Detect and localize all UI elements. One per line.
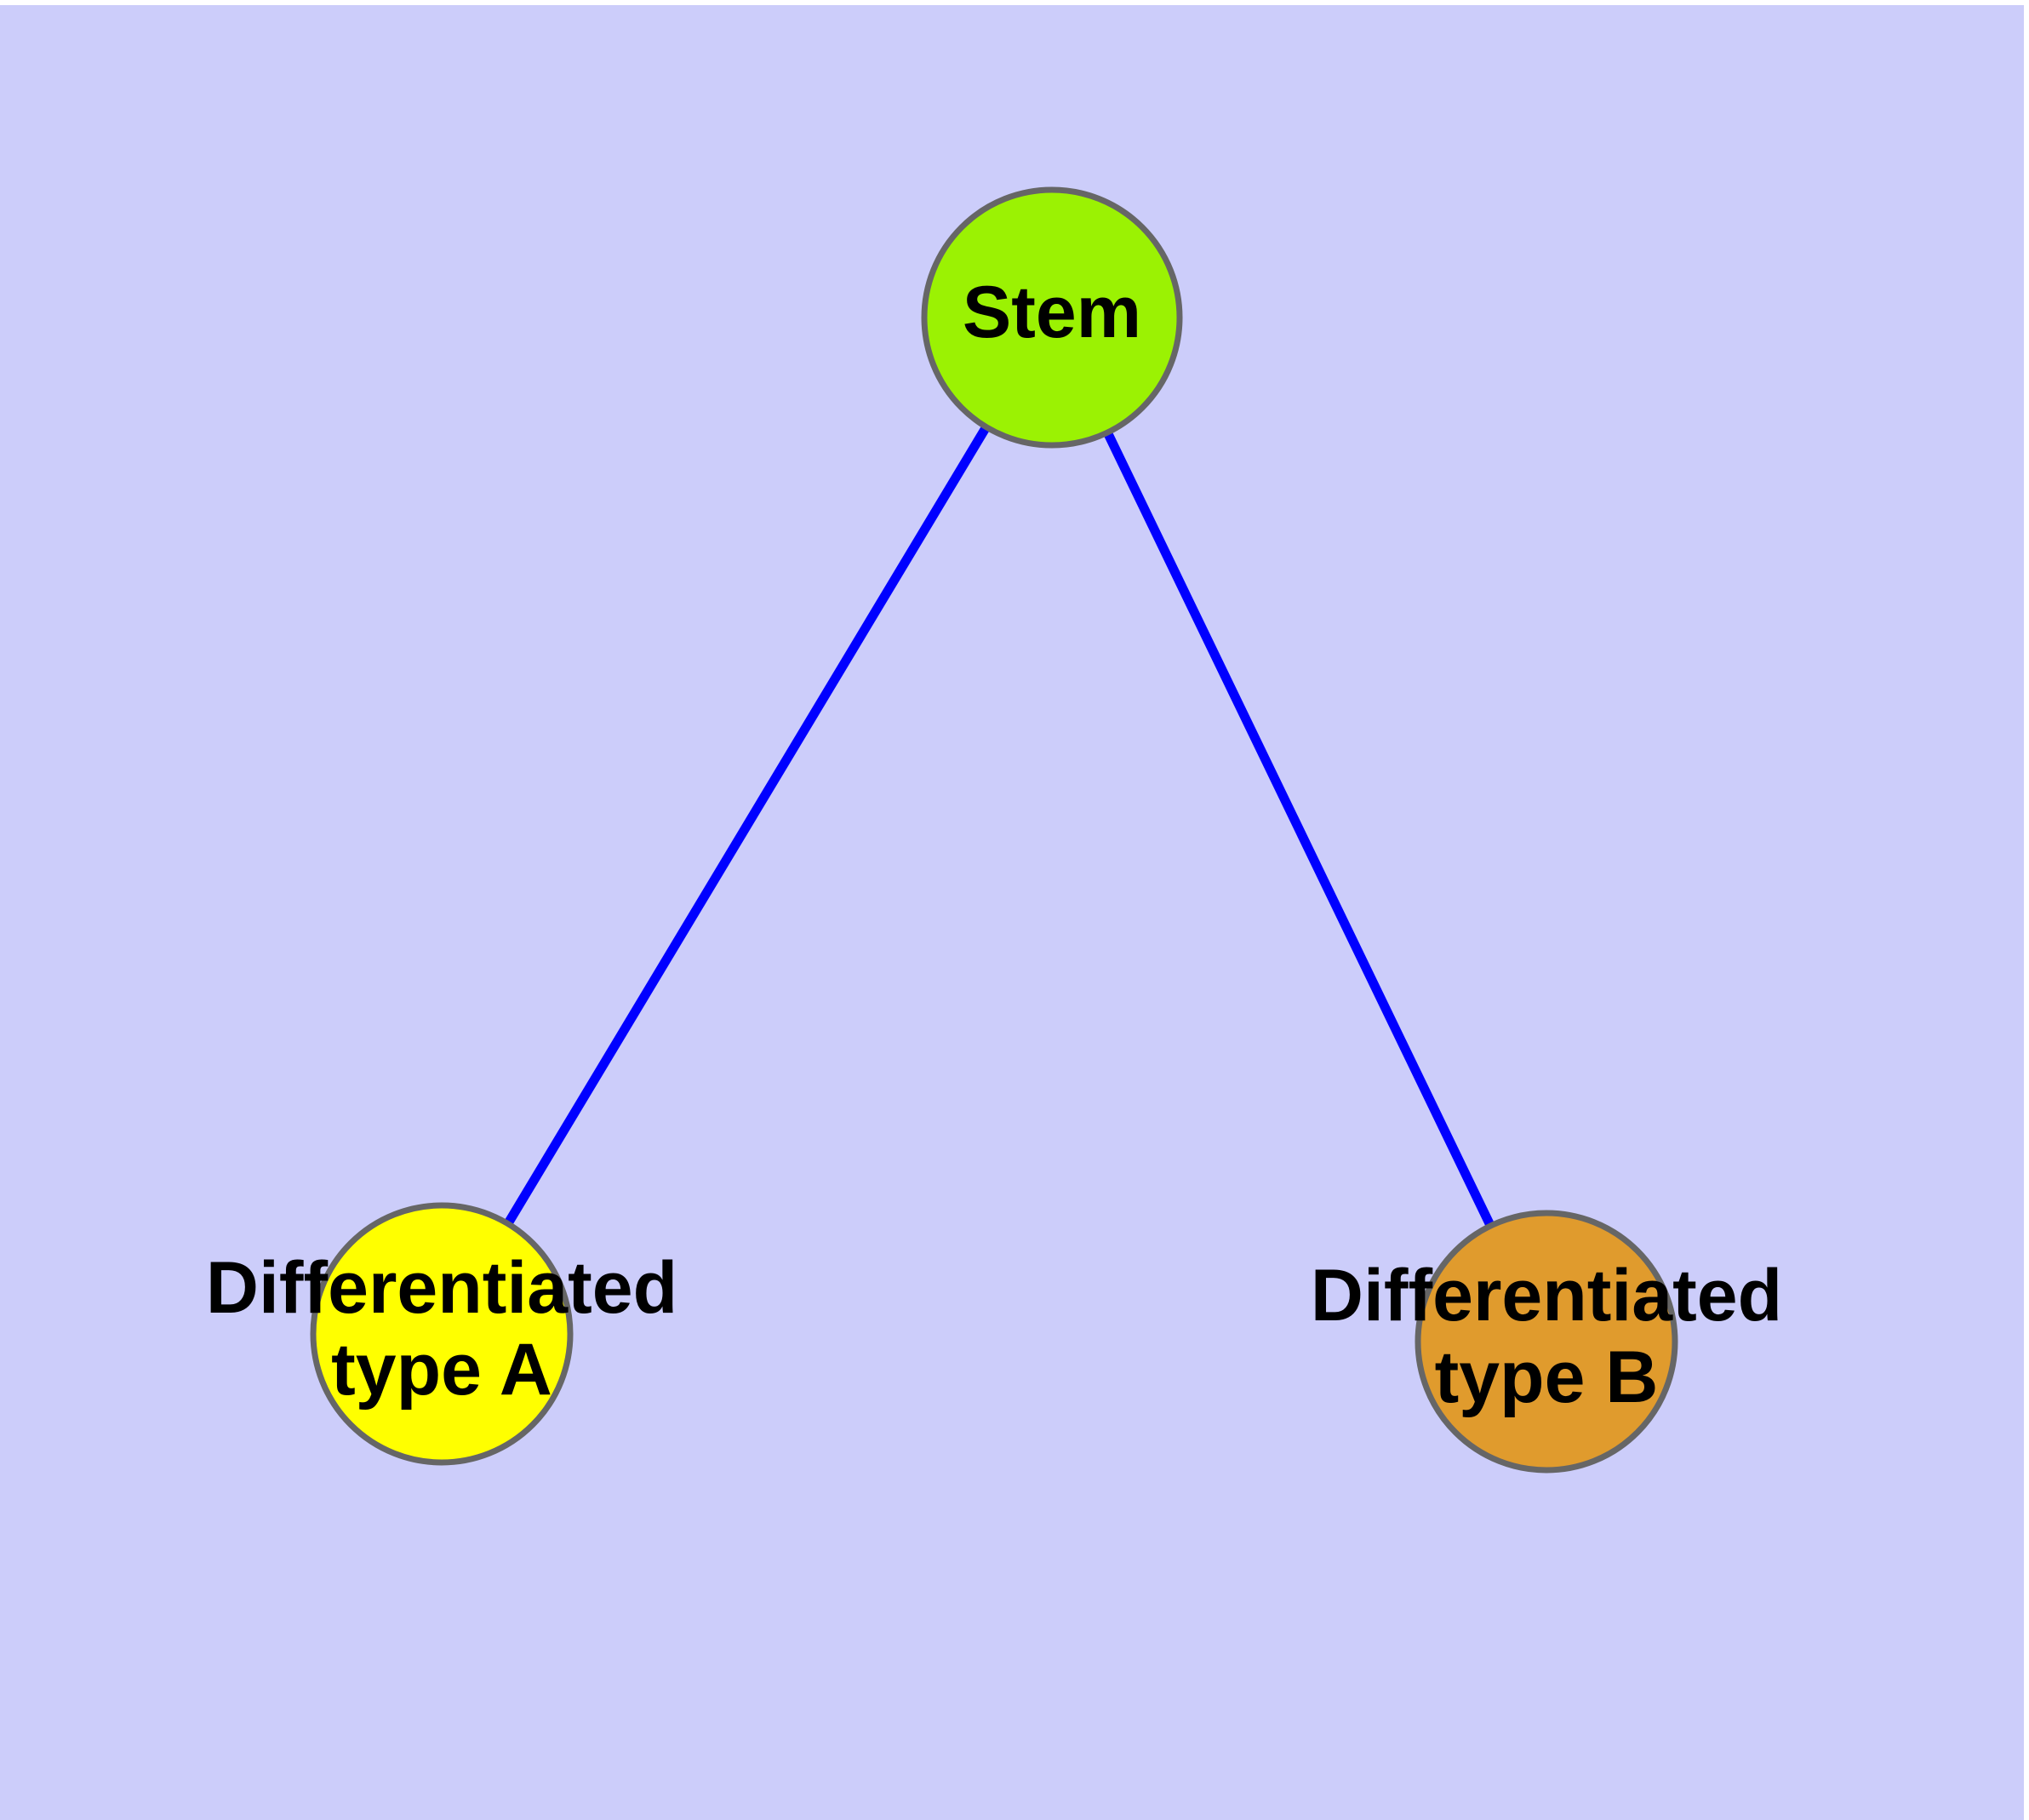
graph-node-label-stem: Stem — [963, 272, 1141, 353]
graph-node-label-line: type B — [1435, 1336, 1659, 1418]
graph-node-label-line: Differentiated — [206, 1247, 677, 1329]
graph-node-diff_b[interactable] — [1415, 1210, 1678, 1474]
graph-node-label-line: type A — [331, 1329, 552, 1411]
graph-node-label-line: Stem — [963, 272, 1141, 353]
graph-node-stem[interactable] — [921, 186, 1183, 449]
node-layer — [310, 186, 1678, 1474]
graph-node-label-line: Differentiated — [1311, 1255, 1782, 1336]
graph-node-diff_a[interactable] — [310, 1202, 574, 1466]
graph-edge[interactable] — [1048, 315, 1551, 1344]
graph-edge[interactable] — [437, 315, 1056, 1336]
edge-layer — [437, 315, 1551, 1344]
